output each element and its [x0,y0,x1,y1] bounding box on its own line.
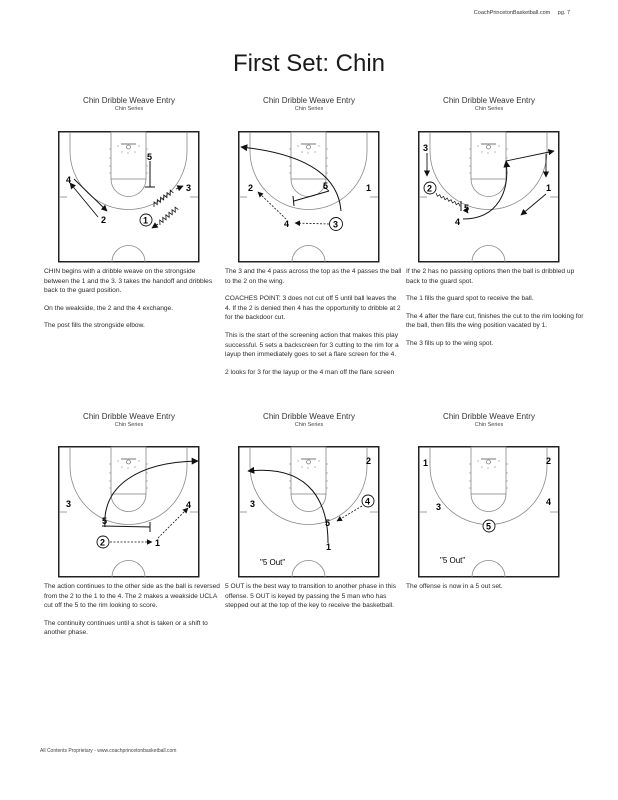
paragraph: The continuity continues until a shot is… [44,619,208,637]
player-2: 2 [101,215,106,225]
player-3: 3 [250,499,255,509]
player-1: 1 [155,538,160,548]
player-1: 1 [366,183,371,193]
diagram-panel-5: Chin Dribble Weave Entry Chin Series [219,412,399,428]
player-4: 4 [284,219,289,229]
site-name: CoachPrincetonBasketball.com [473,10,551,16]
player-5-ball: 5 [486,522,491,532]
description-3: If the 2 has no passing options then the… [406,267,584,357]
diagram-panel-4: Chin Dribble Weave Entry Chin Series [39,412,219,428]
court-diagram-1: 5 4 2 3 1 [58,131,200,263]
player-3: 3 [423,143,428,153]
description-5: 5 OUT is the best way to transition to a… [225,582,403,619]
paragraph: The 3 and the 4 pass across the top as t… [225,268,402,285]
diagram-title: Chin Dribble Weave Entry [263,96,355,105]
player-1: 1 [546,183,551,193]
player-5: 5 [323,181,328,191]
description-4: The action continues to the other side a… [44,582,222,646]
paragraph: The 1 fills the guard spot to receive th… [406,295,534,303]
paragraph: The 3 fills up to the wing spot. [406,339,494,347]
diagram-panel-6: Chin Dribble Weave Entry Chin Series [399,412,579,428]
diagram-subtitle: Chin Series [294,106,324,112]
paragraph: 2 looks for 3 for the layup or the 4 man… [225,368,395,376]
paragraph: The offense is now in a 5 out set. [406,583,503,590]
formation-label: "5 Out" [260,558,285,567]
diagram-panel-3: Chin Dribble Weave Entry Chin Series [399,96,579,112]
description-1: CHIN begins with a dribble weave on the … [44,267,222,339]
player-2-ball: 2 [427,184,432,194]
diagram-title: Chin Dribble Weave Entry [443,96,535,105]
court-diagram-6: 1 2 3 4 5 "5 Out" [418,446,560,578]
page-footer: All Contents Proprietary - www.coachprin… [40,748,177,754]
page-number: pg. 7 [557,10,570,16]
player-5: 5 [102,516,107,526]
court-diagram-5: 2 3 4 5 1 "5 Out" [238,446,380,578]
player-4-ball: 4 [365,497,370,507]
paragraph: On the weakside, the 2 and the 4 exchang… [44,304,174,312]
player-1: 1 [423,458,428,468]
player-3: 3 [66,499,71,509]
diagram-panel-1: Chin Dribble Weave Entry Chin Series [39,96,219,112]
paragraph: The action continues to the other side a… [44,583,220,610]
player-5: 5 [325,518,330,528]
paragraph: If the 2 has no passing options then the… [406,268,575,285]
paragraph: 5 OUT is the best way to transition to a… [225,583,397,610]
paragraph: COACHES POINT: 3 does not cut off 5 unti… [225,295,401,322]
player-2-ball: 2 [100,538,105,548]
player-5: 5 [147,152,152,162]
player-1: 1 [326,542,331,552]
court-diagram-2: 5 2 1 4 3 [238,131,380,263]
court-diagram-4: 3 5 2 1 4 [58,446,200,578]
diagram-panel-2: Chin Dribble Weave Entry Chin Series [219,96,399,112]
page-title: First Set: Chin [232,50,386,77]
player-3: 3 [436,502,441,512]
player-2: 2 [546,456,551,466]
player-4: 4 [66,175,71,185]
paragraph: The 4 after the flare cut, finishes the … [406,312,584,330]
diagram-subtitle: Chin Series [294,422,324,428]
diagram-subtitle: Chin Series [114,422,144,428]
page-header: CoachPrincetonBasketball.com pg. 7 [468,10,570,16]
diagram-title: Chin Dribble Weave Entry [443,412,535,421]
player-4: 4 [186,500,191,510]
diagram-subtitle: Chin Series [474,422,504,428]
player-1-ball: 1 [143,216,148,226]
player-2: 2 [366,456,371,466]
diagram-subtitle: Chin Series [114,106,144,112]
diagram-title: Chin Dribble Weave Entry [83,96,175,105]
description-6: The offense is now in a 5 out set. [406,582,584,600]
player-3-ball: 3 [333,220,338,230]
description-2: The 3 and the 4 pass across the top as t… [225,267,403,385]
diagram-subtitle: Chin Series [474,106,504,112]
player-2: 2 [248,183,253,193]
court-diagram-3: 3 2 4 5 1 [418,131,560,263]
paragraph: This is the start of the screening actio… [225,331,399,359]
paragraph: CHIN begins with a dribble weave on the … [44,268,213,295]
player-4: 4 [546,497,551,507]
diagram-title: Chin Dribble Weave Entry [83,412,175,421]
formation-label: "5 Out" [440,556,465,565]
player-3: 3 [186,183,191,193]
player-4: 4 [455,217,460,227]
player-5: 5 [464,203,469,213]
paragraph: The post fills the strongside elbow. [44,322,145,330]
diagram-title: Chin Dribble Weave Entry [263,412,355,421]
